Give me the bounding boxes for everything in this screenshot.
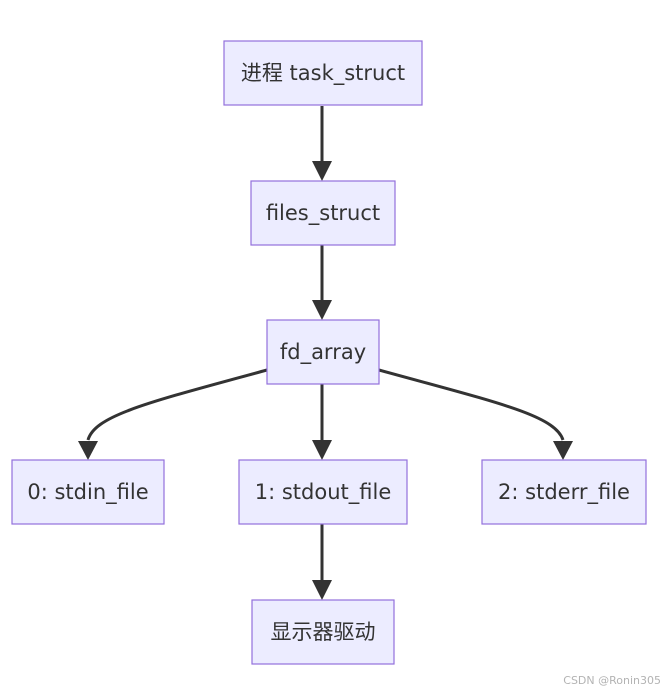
- node-stdin-file-label: 0: stdin_file: [27, 480, 148, 505]
- edge-fdarray-to-stderr: [378, 368, 573, 460]
- node-stderr-file: 2: stderr_file: [481, 459, 647, 525]
- node-display-driver-label: 显示器驱动: [271, 620, 376, 644]
- watermark: CSDN @Ronin305: [563, 674, 661, 687]
- node-task-struct-label: 进程 task_struct: [241, 61, 405, 86]
- node-files-struct: files_struct: [250, 180, 396, 246]
- node-stderr-file-label: 2: stderr_file: [498, 480, 630, 505]
- edge-files-to-fdarray: [312, 245, 332, 320]
- edge-fdarray-to-stdin: [78, 368, 268, 460]
- node-task-struct: 进程 task_struct: [223, 40, 423, 106]
- node-fd-array: fd_array: [266, 319, 380, 385]
- node-stdout-file: 1: stdout_file: [238, 459, 408, 525]
- edge-fdarray-to-stdout: [312, 384, 332, 460]
- node-stdout-file-label: 1: stdout_file: [255, 480, 392, 505]
- node-files-struct-label: files_struct: [266, 201, 380, 226]
- node-stdin-file: 0: stdin_file: [11, 459, 165, 525]
- node-display-driver: 显示器驱动: [251, 599, 395, 665]
- edge-task-to-files: [312, 106, 332, 181]
- edge-stdout-to-driver: [312, 523, 332, 600]
- node-fd-array-label: fd_array: [280, 340, 366, 365]
